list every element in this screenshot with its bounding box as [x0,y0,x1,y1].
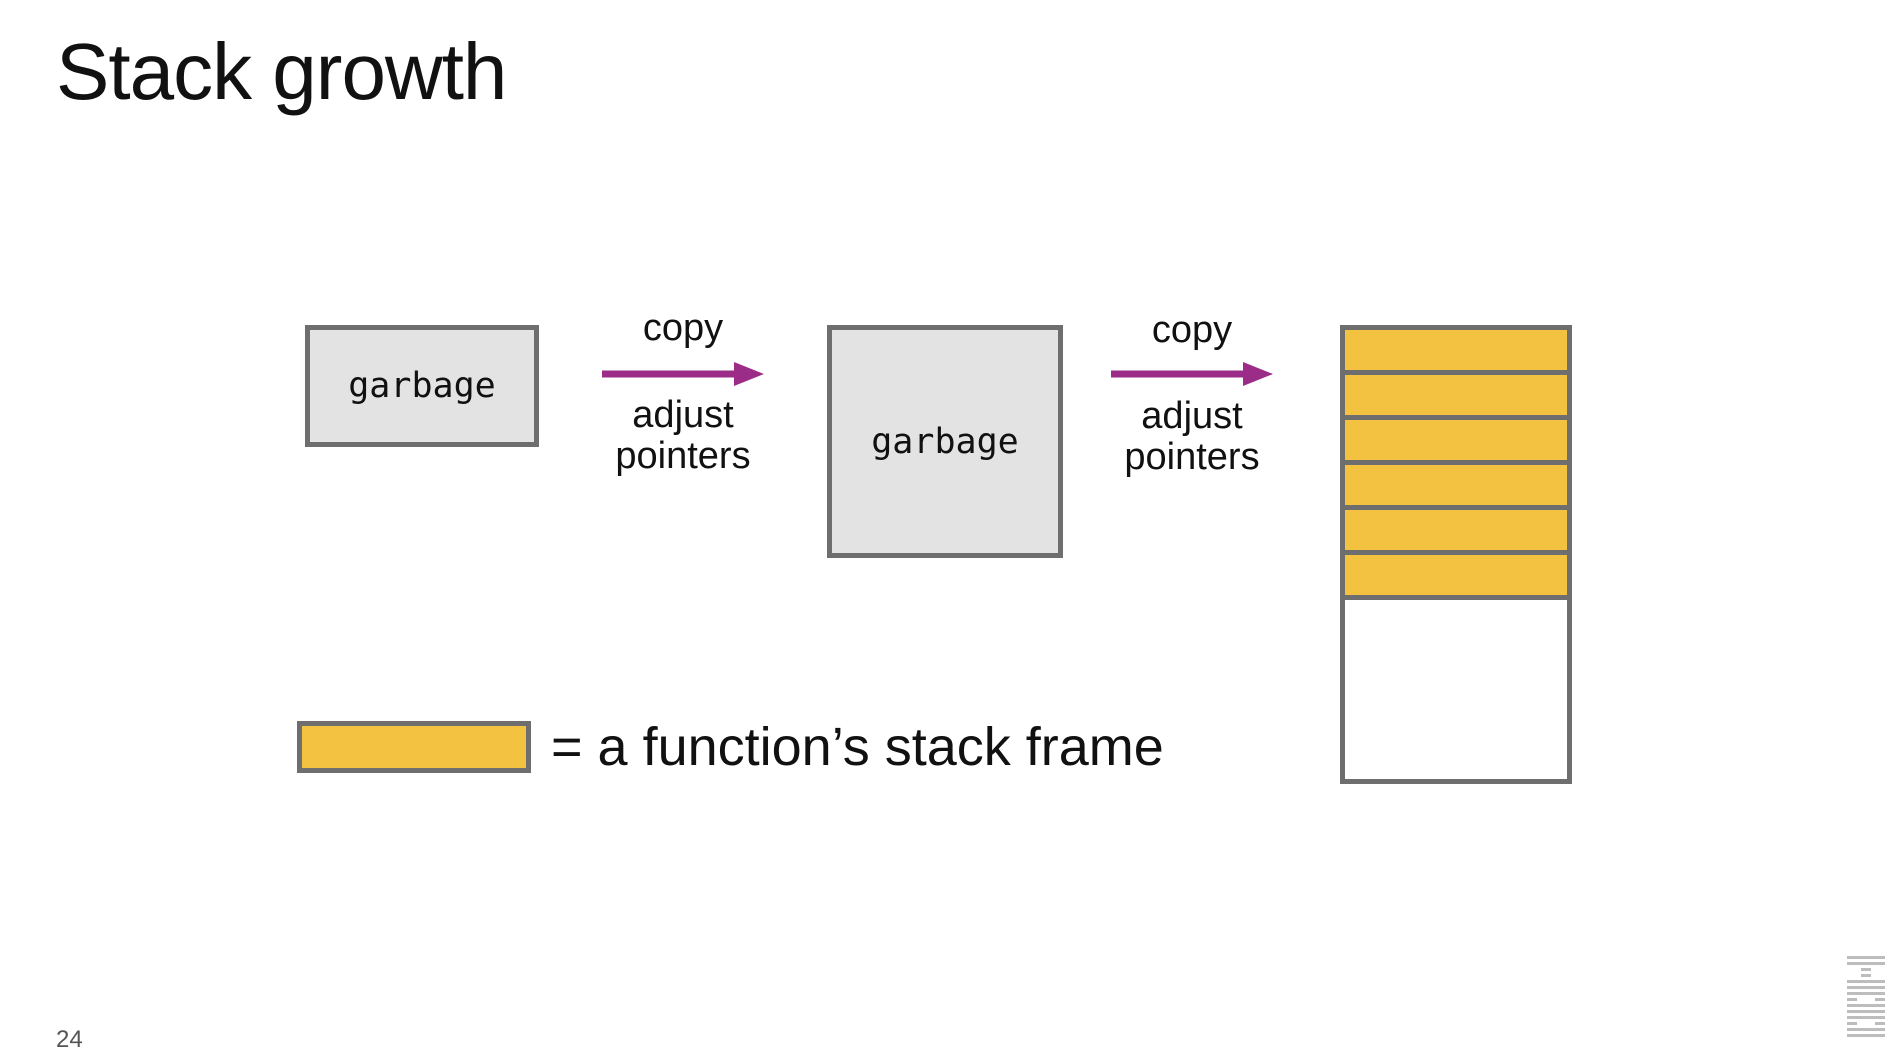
arrow-2-adjust-label: adjust pointers [1092,396,1292,478]
arrow-1-adjust-text: adjust pointers [615,394,751,477]
small-stack-box: garbage [305,325,539,447]
large-stack-box: garbage [827,325,1063,558]
stack-frame [1345,555,1567,600]
legend-text: = a function’s stack frame [551,717,1164,777]
stack-frame [1345,465,1567,510]
arrow-2-copy-label: copy [1151,309,1233,351]
arrow-right-icon [1111,362,1273,386]
ibm-logo-icon [1847,956,1885,1037]
page-number: 24 [56,1026,83,1053]
grown-stack [1340,325,1572,784]
legend-stack-frame-swatch [297,721,531,773]
arrow-right-icon [602,362,764,386]
stack-frame [1345,330,1567,375]
large-stack-label: garbage [871,421,1019,462]
stack-frame [1345,420,1567,465]
arrow-1-copy-label: copy [642,307,724,349]
slide-title: Stack growth [56,27,507,116]
stack-free-space [1345,600,1567,779]
legend: = a function’s stack frame [297,717,1164,777]
stack-frame [1345,375,1567,420]
stack-frame [1345,510,1567,555]
arrow-2-adjust-text: adjust pointers [1124,395,1260,478]
small-stack-label: garbage [348,366,496,406]
arrow-1-adjust-label: adjust pointers [583,395,783,477]
